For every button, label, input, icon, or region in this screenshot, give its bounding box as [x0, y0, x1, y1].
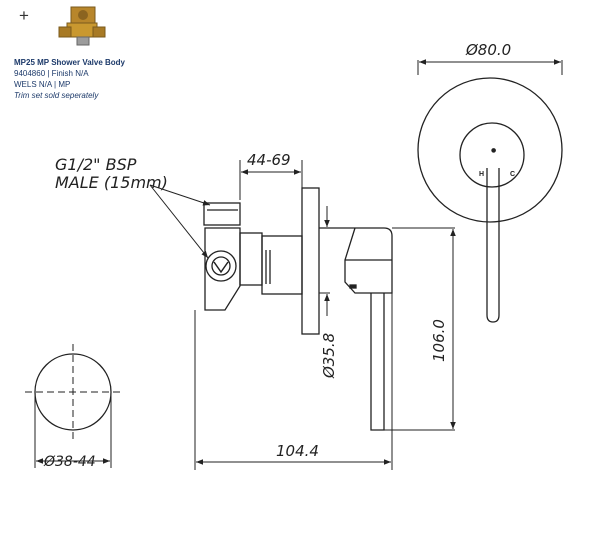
- product-note: Trim set sold seperately: [14, 91, 99, 100]
- wall-plate-side: [301, 187, 320, 335]
- add-icon[interactable]: +: [19, 6, 29, 25]
- body-cover: [319, 227, 393, 294]
- dim-length: 104.4: [276, 442, 319, 460]
- handle-cold-label: C: [510, 171, 515, 178]
- dim-plate-diameter: Ø80.0: [465, 41, 511, 59]
- product-name: MP25 MP Shower Valve Body: [14, 58, 126, 67]
- inlet-top: [203, 202, 241, 226]
- valve-block: [204, 227, 241, 311]
- valve-body-thumbnail: [58, 6, 106, 46]
- plate-circle: [417, 77, 563, 223]
- dim-body-diameter: Ø35.8: [320, 333, 338, 379]
- handle-hot-label: H: [479, 171, 484, 178]
- dim-cutout: Ø38-44: [43, 454, 96, 470]
- dim-height: 106.0: [430, 319, 448, 362]
- handle-hub: [459, 122, 525, 188]
- product-code-finish: 9404860 | Finish N/A: [14, 69, 89, 78]
- handle-lever: [486, 168, 500, 323]
- thread-line1: G1/2" BSP: [55, 155, 137, 174]
- handle-logo-icon: ●: [491, 147, 496, 154]
- dim-depth: 44-69: [247, 151, 291, 169]
- inlet-side: [205, 250, 237, 282]
- product-wels: WELS N/A | MP: [14, 80, 71, 89]
- lever-side: [370, 293, 385, 431]
- product-info: MP25 MP Shower Valve Body 9404860 | Fini…: [14, 57, 125, 101]
- thread-line2: MALE (15mm): [55, 173, 168, 192]
